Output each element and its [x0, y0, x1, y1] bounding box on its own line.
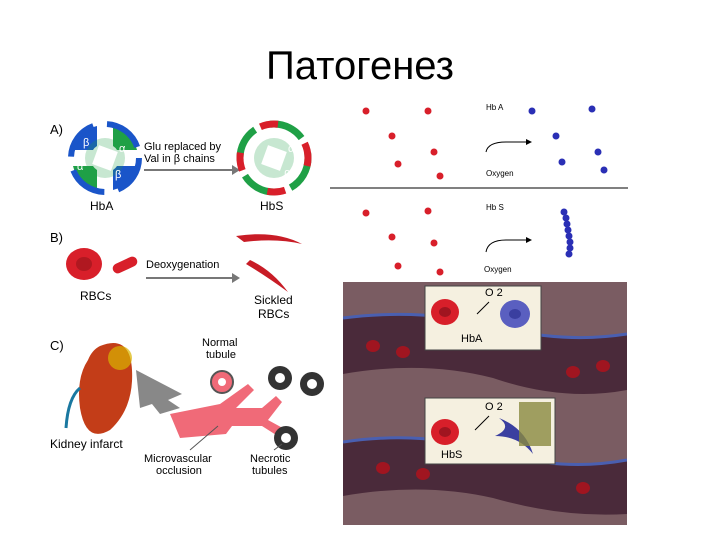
hbs-red-dot	[437, 269, 444, 276]
hemoglobin-oxygen-diagram: Hb A Oxygen Hb S Oxygen	[330, 100, 630, 282]
rbc-side	[111, 255, 139, 275]
hba-top-label: Hb A	[486, 103, 504, 112]
tubule-necrotic-1	[268, 366, 292, 390]
microvascular-label-1: Microvascular	[144, 453, 212, 465]
hbs-beta-bottom: β	[284, 169, 290, 181]
hba-inset-label: HbA	[461, 333, 483, 345]
hba-molecule: β α α β	[71, 124, 139, 192]
hba-blue-dot	[529, 108, 536, 115]
hbs-red-dot	[431, 240, 438, 247]
hbs-red-rbc-center	[439, 427, 451, 437]
hba-red-dot	[363, 108, 370, 115]
hba-blue-dot	[589, 106, 596, 113]
oxygen-label-2: Oxygen	[484, 265, 512, 274]
hba-blue-dot	[595, 149, 602, 156]
tubule-necrotic-3	[274, 426, 298, 450]
hbs-red-dot	[425, 208, 432, 215]
capillary-illustration: O 2 HbA O 2 HbS	[343, 282, 627, 525]
o2-label-2: O 2	[485, 401, 503, 413]
hbs-oxygen-arrow	[486, 240, 526, 252]
hba-blue-dot	[601, 167, 608, 174]
tubule-necrotic-2	[300, 372, 324, 396]
panel-b-arrow-label: Deoxygenation	[146, 259, 219, 271]
hba-alpha-left: α	[77, 161, 84, 173]
necrotic-label-2: tubules	[252, 465, 288, 477]
hbs-top-label: Hb S	[486, 203, 504, 212]
hbs-red-dot	[389, 234, 396, 241]
hbs-red-dot	[363, 210, 370, 217]
microvascular-label-2: occlusion	[156, 465, 202, 477]
hba-red-dot	[431, 149, 438, 156]
kidney-infarct-label: Kidney infarct	[50, 437, 123, 451]
hbs-alpha-right: α	[288, 143, 295, 155]
hba-blue-rbc-center	[509, 309, 521, 319]
sickled-label-1: Sickled	[254, 293, 293, 307]
hba-blue-dot	[559, 159, 566, 166]
panel-b-arrowhead	[232, 273, 240, 283]
pathogenesis-figure-left: A) β α α β HbA Glu replaced by Val in β …	[40, 108, 330, 528]
slide-title: Патогенез	[0, 44, 720, 89]
rbc-round-center	[76, 257, 92, 271]
panel-c-letter: C)	[50, 338, 64, 353]
necrotic-label-1: Necrotic	[250, 453, 291, 465]
hba-red-dot	[425, 108, 432, 115]
panel-a-arrow-label-1: Glu replaced by	[144, 141, 222, 153]
panel-b-letter: B)	[50, 230, 63, 245]
o2-label-1: O 2	[485, 287, 503, 299]
zoom-arrow	[136, 370, 182, 414]
hba-beta-bottom: β	[115, 169, 121, 181]
hbs-polymer-texture	[519, 402, 551, 446]
hbs-red-dot	[395, 263, 402, 270]
hbs-label: HbS	[260, 199, 283, 213]
panel-a-arrow-label-2: Val in β chains	[144, 153, 215, 165]
hbs-polymer-chain	[561, 209, 574, 258]
hba-red-dot	[437, 173, 444, 180]
oxygen-label-1: Oxygen	[486, 169, 514, 178]
normal-tubule-label-2: tubule	[206, 349, 236, 361]
vessel	[170, 384, 290, 440]
normal-tubule-label-1: Normal	[202, 337, 237, 349]
panel-a-letter: A)	[50, 122, 63, 137]
tubule-normal	[211, 371, 233, 393]
infarct-zone	[108, 346, 132, 370]
hbs-alpha-left: α	[246, 161, 253, 173]
hba-label: HbA	[90, 199, 113, 213]
hba-red-rbc-center	[439, 307, 451, 317]
hba-beta-top: β	[83, 137, 89, 149]
hba-red-dot	[389, 133, 396, 140]
hbs-inset-label: HbS	[441, 449, 462, 461]
sickle-cell-1	[236, 234, 302, 244]
rbcs-label: RBCs	[80, 289, 111, 303]
sickle-cell-2	[246, 260, 288, 292]
hbs-beta-top: β	[252, 137, 258, 149]
hba-red-dot	[395, 161, 402, 168]
hba-blue-dot	[553, 133, 560, 140]
ureter	[66, 388, 80, 428]
hba-oxygen-arrowhead	[526, 139, 532, 145]
hba-alpha-right: α	[119, 143, 126, 155]
hbs-molecule: β α α β	[240, 124, 308, 192]
sickled-label-2: RBCs	[258, 307, 289, 321]
hbs-oxygen-arrowhead	[526, 237, 532, 243]
hba-oxygen-arrow	[486, 142, 526, 152]
